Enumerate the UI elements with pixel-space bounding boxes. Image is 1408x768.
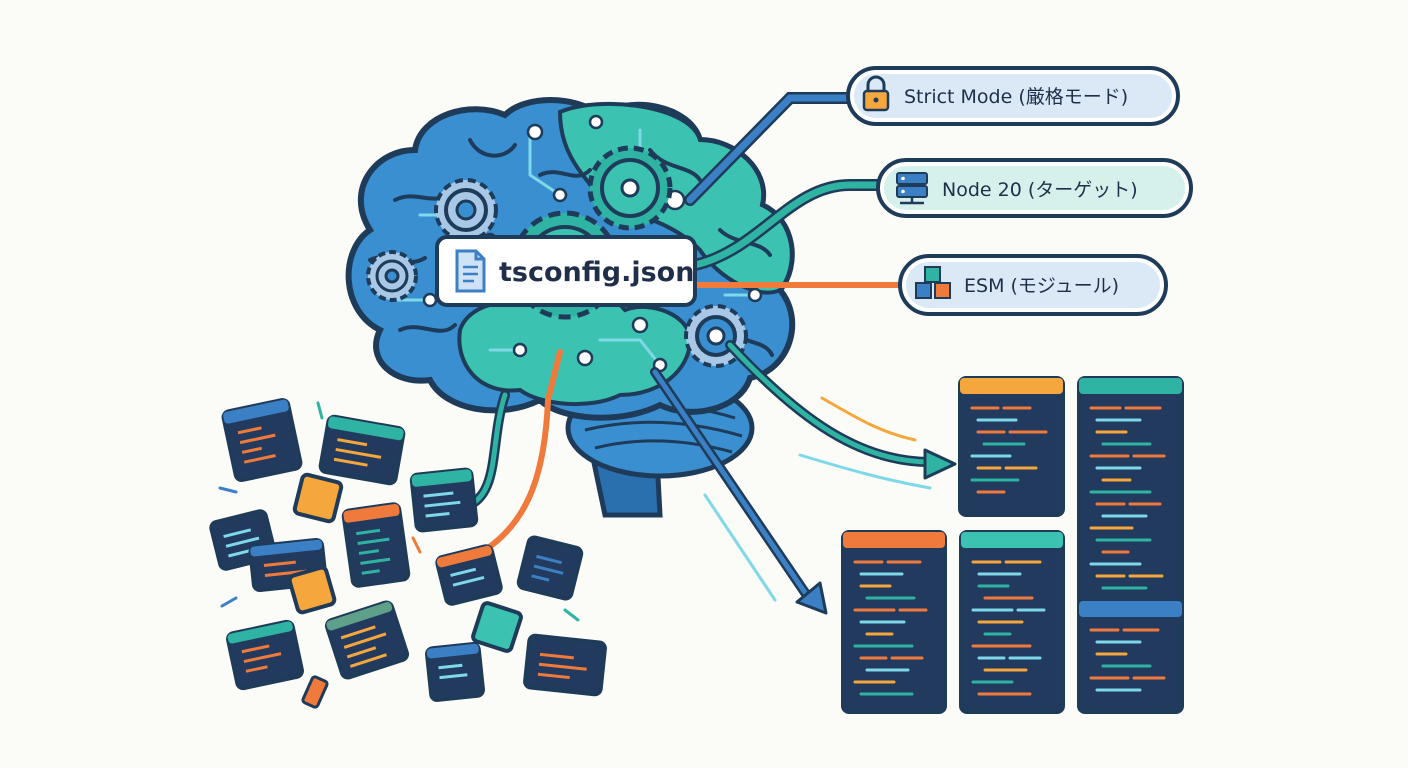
code-panel (1077, 599, 1184, 714)
setting-esm-module-label: ESM (モジュール) (964, 275, 1119, 297)
setting-esm-module: ESM (モジュール) (898, 254, 1168, 316)
code-card (226, 619, 304, 691)
code-card (221, 398, 303, 482)
code-card (301, 675, 329, 709)
cubes-icon (915, 266, 951, 299)
setting-node-target: Node 20 (ターゲット) (876, 158, 1193, 218)
code-card (425, 642, 485, 702)
setting-strict-mode: Strict Mode (厳格モード) (846, 66, 1180, 126)
code-card (471, 601, 523, 653)
code-card (341, 502, 411, 588)
code-card (287, 565, 337, 615)
code-card (292, 472, 344, 524)
code-panel (1077, 376, 1184, 617)
gear-icon (684, 304, 748, 368)
setting-strict-mode-label: Strict Mode (厳格モード) (904, 86, 1128, 108)
code-card (324, 600, 410, 680)
code-panel (841, 530, 947, 714)
tsconfig-label-text: tsconfig.json (499, 257, 694, 288)
code-panel (959, 530, 1065, 714)
lock-icon (862, 75, 890, 112)
file-icon (455, 249, 486, 293)
code-card (516, 535, 584, 601)
gear-icon (434, 178, 498, 242)
setting-node-target-label: Node 20 (ターゲット) (942, 179, 1138, 201)
code-card (409, 467, 479, 533)
organized-files (841, 376, 1184, 714)
code-panel (958, 376, 1065, 517)
scattered-files (209, 398, 607, 709)
code-card (318, 414, 406, 486)
flow-arrows (465, 340, 935, 605)
gear-icon (587, 145, 673, 231)
arrow-heads (795, 448, 957, 615)
code-card (435, 544, 503, 606)
server-icon (896, 172, 928, 205)
code-card (523, 633, 607, 697)
tsconfig-label: tsconfig.json (435, 235, 697, 307)
gear-icon (366, 250, 418, 302)
setting-connectors (684, 92, 908, 288)
